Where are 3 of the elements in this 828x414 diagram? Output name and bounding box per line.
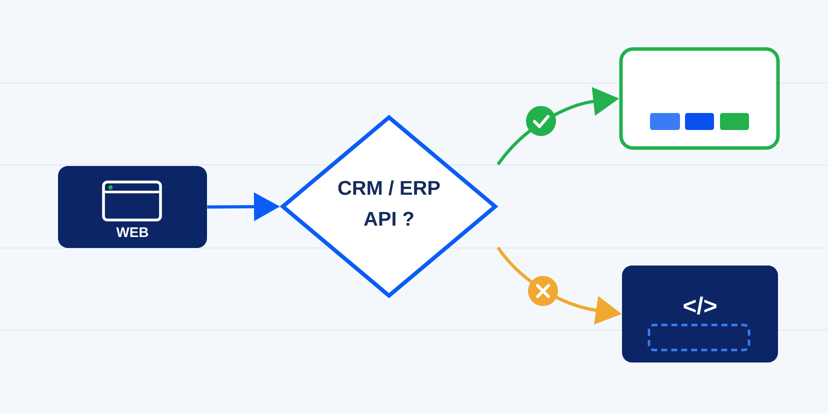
process-box: WEB	[58, 166, 207, 248]
result-box	[619, 47, 780, 150]
code-box: </>	[622, 266, 778, 362]
